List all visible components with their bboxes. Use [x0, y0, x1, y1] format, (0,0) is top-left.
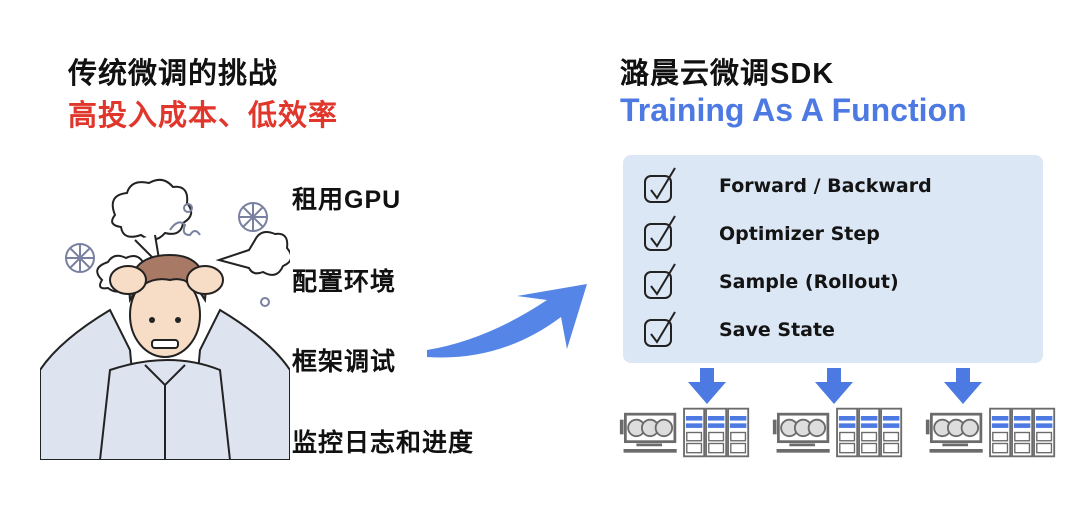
- gpu-server-group-1: [619, 407, 750, 458]
- feature-label: Optimizer Step: [719, 223, 880, 245]
- right-title: 潞晨云微调SDK: [620, 58, 835, 90]
- feature-save-state: Save State: [641, 310, 835, 350]
- checkbox-checked-icon: [644, 167, 676, 203]
- feature-optimizer-step: Optimizer Step: [641, 214, 880, 254]
- feature-label: Forward / Backward: [719, 175, 932, 197]
- pain-point-rent-gpu: 租用GPU: [292, 186, 402, 214]
- checkbox-checked-icon: [644, 263, 676, 299]
- down-arrow-icon: [815, 368, 853, 404]
- transition-arrow-icon: [427, 284, 587, 358]
- gpu-card-icon: [619, 412, 677, 453]
- right-subtitle: Training As A Function: [620, 92, 967, 128]
- gpu-server-group-3: [925, 407, 1056, 458]
- left-title: 传统微调的挑战: [68, 58, 279, 90]
- down-arrow-icon: [688, 368, 726, 404]
- left-subtitle: 高投入成本、低效率: [68, 100, 339, 132]
- feature-label: Sample (Rollout): [719, 271, 899, 293]
- checkbox-checked-icon: [644, 215, 676, 251]
- sdk-feature-card: Forward / Backward Optimizer Step Sample…: [623, 155, 1043, 363]
- gpu-server-group-2: [772, 407, 903, 458]
- pain-point-framework-debug: 框架调试: [292, 348, 397, 376]
- gpu-card-icon: [925, 412, 983, 453]
- pain-point-configure-env: 配置环境: [292, 268, 397, 296]
- gpu-card-icon: [772, 412, 830, 453]
- feature-label: Save State: [719, 319, 835, 341]
- stressed-person-illustration: [40, 178, 290, 460]
- checkbox-checked-icon: [644, 311, 676, 347]
- down-arrow-icon: [944, 368, 982, 404]
- feature-forward-backward: Forward / Backward: [641, 166, 932, 206]
- feature-sample-rollout: Sample (Rollout): [641, 262, 899, 302]
- pain-point-monitoring: 监控日志和进度: [292, 429, 475, 457]
